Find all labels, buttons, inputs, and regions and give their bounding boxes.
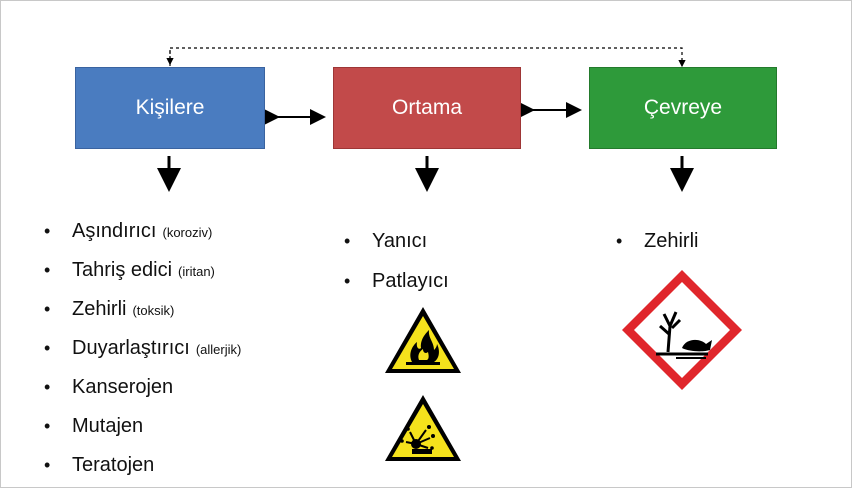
flammable-warning-icon [385, 307, 461, 373]
environment-effects-list: •Zehirli [612, 226, 698, 265]
list-item: •Duyarlaştırıcı(allerjik) [44, 337, 242, 359]
list-item: •Yanıcı [344, 230, 428, 252]
environment-box-label: Çevreye [643, 96, 723, 119]
effect-label: Yanıcı [372, 230, 428, 252]
effect-note: (iritan) [178, 264, 215, 279]
explosive-warning-icon [385, 395, 461, 461]
medium-box-label: Ortama [391, 96, 462, 119]
effect-label: Zehirli [72, 298, 127, 320]
list-item: •Tahriş edici(iritan) [44, 259, 215, 281]
effect-note: (toksik) [132, 303, 175, 318]
list-item: •Aşındırıcı(koroziv) [44, 220, 213, 242]
list-item: •Mutajen [44, 415, 144, 437]
environment-box: Çevreye [589, 67, 777, 149]
people-effects-list: •Aşındırıcı(koroziv) •Tahriş edici(irita… [40, 216, 241, 489]
effect-label: Aşındırıcı [72, 220, 157, 242]
effect-note: (koroziv) [162, 225, 213, 240]
effect-label: Zehirli [644, 230, 699, 252]
effect-label: Kanserojen [72, 376, 174, 398]
list-item: •Kanserojen [44, 376, 174, 398]
people-box: Kişilere [75, 67, 265, 149]
effect-label: Duyarlaştırıcı [72, 337, 190, 359]
environmental-hazard-icon [622, 270, 742, 390]
medium-effects-list: •Yanıcı •Patlayıcı [340, 226, 449, 306]
medium-box: Ortama [333, 67, 521, 149]
list-item: •Teratojen [44, 454, 155, 476]
effect-note: (allerjik) [195, 342, 242, 357]
effect-label: Patlayıcı [372, 270, 449, 292]
dotted-link-line [169, 47, 686, 68]
list-item: •Zehirli(toksik) [44, 298, 175, 320]
list-item: •Zehirli [616, 230, 699, 252]
effect-label: Teratojen [72, 454, 155, 476]
effect-label: Tahriş edici [72, 259, 173, 281]
effect-label: Mutajen [72, 415, 144, 437]
people-box-label: Kişilere [135, 96, 205, 119]
list-item: •Patlayıcı [344, 270, 449, 292]
